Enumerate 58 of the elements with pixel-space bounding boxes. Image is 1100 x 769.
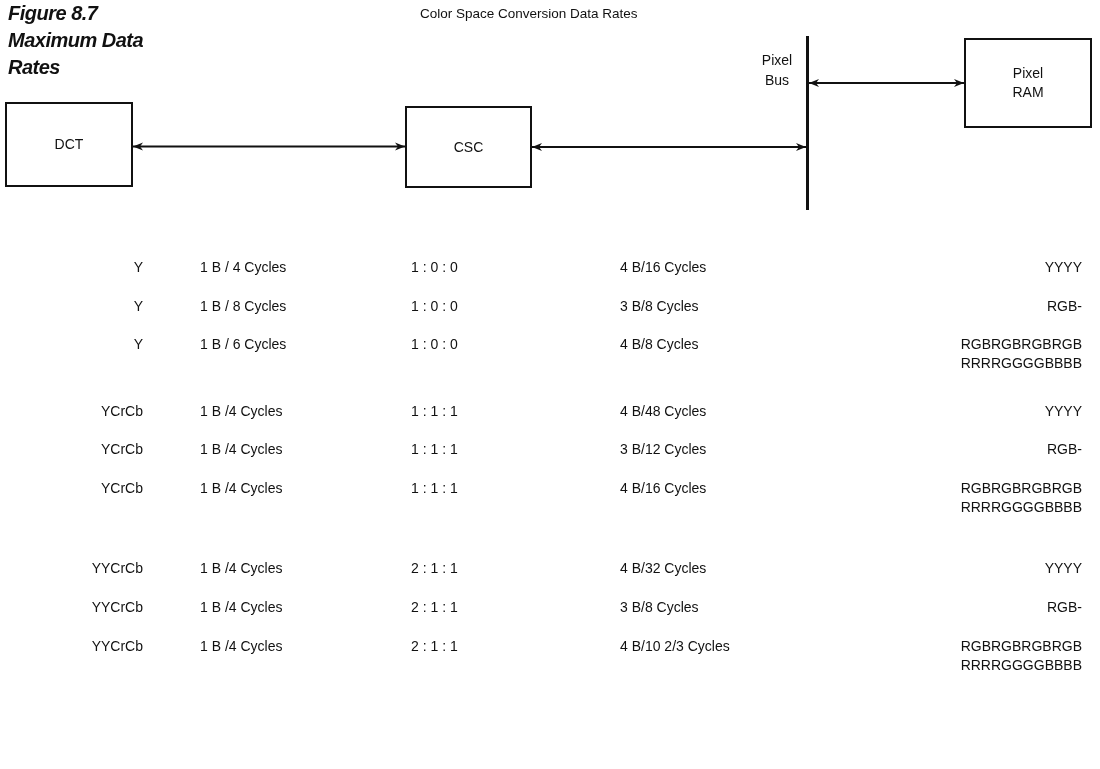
- input-rate-text: 1 B /4 Cycles: [200, 440, 283, 459]
- input-rate-text: 1 B /4 Cycles: [200, 402, 283, 421]
- output-rate-text: 4 B/10 2/3 Cycles: [620, 637, 730, 656]
- block-label: CSC: [452, 137, 485, 157]
- pixel-order-text: RGB-: [1047, 598, 1082, 617]
- sampling-ratio-text: 2 : 1 : 1: [411, 637, 458, 656]
- output-rate-text: 4 B/48 Cycles: [620, 402, 707, 421]
- double-arrow: [133, 142, 405, 151]
- format-text: YCrCb: [101, 402, 143, 421]
- format-text: Y: [133, 258, 143, 277]
- pixel-order-text: YYYY: [1044, 402, 1082, 421]
- double-arrow: [809, 79, 964, 87]
- input-rate-text: 1 B /4 Cycles: [200, 598, 283, 617]
- format-text: YCrCb: [101, 440, 143, 459]
- block-box: [405, 106, 532, 188]
- block-label: DCT: [53, 135, 85, 154]
- output-rate-text: 4 B/8 Cycles: [620, 335, 699, 354]
- pixel-order-text: YYYY: [1044, 559, 1082, 578]
- figure-title: Figure 8.7 Maximum Data Rates: [8, 1, 145, 80]
- output-rate-text: 4 B/16 Cycles: [620, 258, 707, 277]
- input-rate-text: 1 B /4 Cycles: [200, 479, 283, 498]
- pixel-order-text: RGB-: [1047, 440, 1082, 459]
- output-rate-text: 3 B/12 Cycles: [620, 440, 707, 459]
- output-rate-text: 3 B/8 Cycles: [620, 598, 699, 617]
- block-box: [964, 38, 1092, 128]
- output-rate-text: 4 B/32 Cycles: [620, 559, 707, 578]
- bus-line: [806, 36, 809, 210]
- sampling-ratio-text: 1 : 0 : 0: [411, 335, 458, 354]
- sampling-ratio-text: 1 : 0 : 0: [411, 258, 458, 277]
- format-text: Y: [133, 335, 143, 354]
- input-rate-text: 1 B / 6 Cycles: [200, 335, 287, 354]
- block-label: Pixel RAM: [1011, 64, 1045, 102]
- format-text: Y: [133, 297, 143, 316]
- format-text: YCrCb: [101, 479, 143, 498]
- format-text: YYCrCb: [91, 637, 143, 656]
- input-rate-text: 1 B /4 Cycles: [200, 559, 283, 578]
- pixel-order-text: RGBRGBRGBRGB RRRRGGGGBBBB: [960, 479, 1082, 517]
- sampling-ratio-text: 2 : 1 : 1: [411, 598, 458, 617]
- block-box: [5, 102, 133, 187]
- pixel-order-text: YYYY: [1044, 258, 1082, 277]
- input-rate-text: 1 B /4 Cycles: [200, 637, 283, 656]
- sampling-ratio-text: 1 : 1 : 1: [411, 440, 458, 459]
- pixel-order-text: RGBRGBRGBRGB RRRRGGGGBBBB: [960, 637, 1082, 675]
- output-rate-text: 3 B/8 Cycles: [620, 297, 699, 316]
- double-arrow: [532, 143, 806, 151]
- chart-heading: Color Space Conversion Data Rates: [420, 6, 638, 21]
- pixel-order-text: RGB-: [1047, 297, 1082, 316]
- output-rate-text: 4 B/16 Cycles: [620, 479, 707, 498]
- sampling-ratio-text: 1 : 0 : 0: [411, 297, 458, 316]
- format-text: YYCrCb: [91, 598, 143, 617]
- format-text: YYCrCb: [91, 559, 143, 578]
- input-rate-text: 1 B / 4 Cycles: [200, 258, 287, 277]
- pixel-order-text: RGBRGBRGBRGB RRRRGGGGBBBB: [960, 335, 1082, 373]
- sampling-ratio-text: 1 : 1 : 1: [411, 402, 458, 421]
- bus-label: Pixel Bus: [760, 51, 794, 90]
- sampling-ratio-text: 1 : 1 : 1: [411, 479, 458, 498]
- input-rate-text: 1 B / 8 Cycles: [200, 297, 287, 316]
- sampling-ratio-text: 2 : 1 : 1: [411, 559, 458, 578]
